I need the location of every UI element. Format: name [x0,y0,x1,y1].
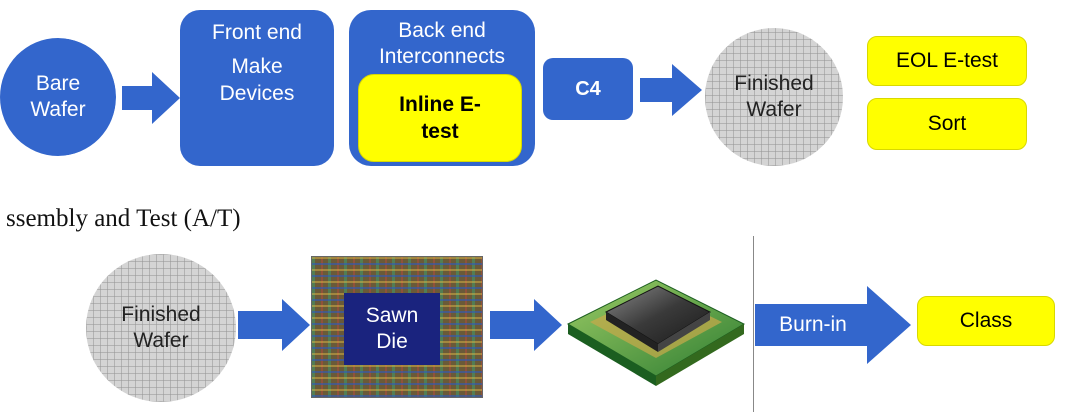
back-end-title-1: Back end [398,19,486,42]
burn-in-arrow [755,286,911,364]
sawn-die-label-1: Sawn [365,303,419,327]
front-end-body-2: Devices [219,81,295,105]
flow-arrow-1 [122,72,180,124]
front-end-title: Front end [212,21,302,44]
sort-box: Sort [867,98,1027,150]
flow-arrow-3 [238,299,310,351]
class-label: Class [959,308,1013,332]
inline-etest-label-2: test [421,120,459,143]
burn-in-label: Burn-in [779,312,847,336]
packaged-chip-image [566,279,746,386]
flow-arrow-2 [640,64,702,116]
finished-wafer-top-label-2: Wafer [746,98,802,121]
sort-label: Sort [927,111,967,135]
c4-label: C4 [575,77,601,100]
eol-etest-label: EOL E-test [896,48,998,72]
sawn-die-label-2: Die [376,330,408,353]
class-box: Class [917,296,1055,346]
c4-node: C4 [543,58,633,120]
bare-wafer-label-1: Bare [35,71,81,95]
die-photo: Sawn Die [311,256,483,398]
bare-wafer-label-2: Wafer [30,98,86,121]
divider-line [753,236,754,412]
back-end-title-2: Interconnects [378,45,506,69]
finished-wafer-bottom-label-1: Finished [121,302,201,326]
front-end-body-1: Make [231,55,283,79]
inline-etest-label-1: Inline E- [399,92,481,116]
sawn-die-label-box: Sawn Die [344,293,440,365]
finished-wafer-bottom-label-2: Wafer [133,329,189,352]
inline-etest-box: Inline E- test [358,74,522,162]
finished-wafer-top-label-1: Finished [734,71,814,95]
section-title: ssembly and Test (A/T) [6,205,241,232]
flow-arrow-4 [490,299,562,351]
eol-etest-box: EOL E-test [867,36,1027,86]
finished-wafer-node-bottom: Finished Wafer [86,254,236,402]
bare-wafer-node: Bare Wafer [0,38,116,156]
finished-wafer-node-top: Finished Wafer [705,28,843,166]
front-end-node: Front end Make Devices [180,10,334,166]
